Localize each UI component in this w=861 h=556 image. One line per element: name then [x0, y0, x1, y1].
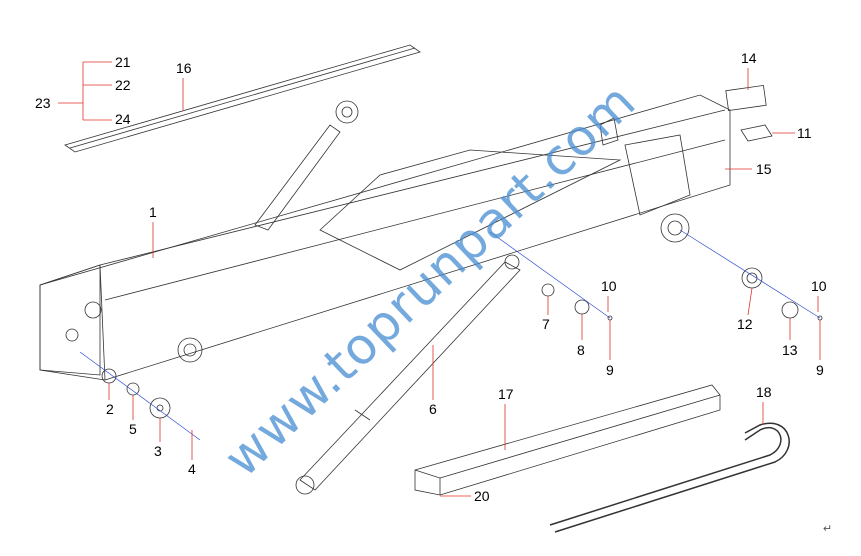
beam-17 [414, 384, 721, 496]
callout-10: 10 [811, 278, 827, 294]
callout-14: 14 [741, 50, 757, 66]
callout-4: 4 [188, 461, 196, 477]
callout-2: 2 [106, 401, 114, 417]
cylinder-6 [295, 254, 521, 495]
wear-strip-16 [64, 44, 421, 153]
callout-18: 18 [756, 384, 772, 400]
leader-lines [58, 61, 821, 497]
callout-15: 15 [756, 161, 772, 177]
callout-24: 24 [115, 111, 131, 127]
callout-22: 22 [115, 77, 131, 93]
lift-cylinder-upper [254, 100, 359, 231]
callout-23: 23 [35, 95, 51, 111]
callout-10: 10 [601, 278, 617, 294]
callout-11: 11 [797, 125, 812, 141]
drag-chain-18 [549, 422, 790, 533]
callout-12: 12 [737, 316, 753, 332]
callout-8: 8 [577, 342, 585, 358]
callout-5: 5 [129, 421, 137, 437]
axis-lines [79, 229, 821, 441]
callout-21: 21 [115, 54, 131, 70]
callout-13: 13 [782, 342, 798, 358]
callout-7: 7 [542, 316, 550, 332]
return-mark: ↵ [823, 523, 833, 535]
callout-9: 9 [816, 362, 824, 378]
main-boom-1 [39, 94, 731, 381]
callout-3: 3 [154, 443, 162, 459]
callout-9: 9 [606, 362, 614, 378]
callout-20: 20 [474, 488, 490, 504]
callout-16: 16 [176, 60, 192, 76]
callout-6: 6 [429, 401, 437, 417]
callout-17: 17 [498, 386, 514, 402]
callout-1: 1 [149, 204, 157, 220]
